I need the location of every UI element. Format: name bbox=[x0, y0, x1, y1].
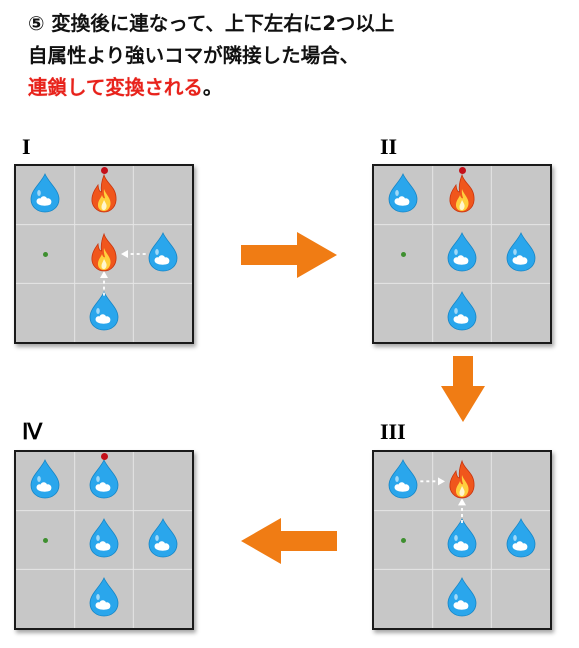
board-stage-3 bbox=[372, 450, 552, 630]
board-grid bbox=[16, 452, 192, 628]
arrow-down-icon bbox=[441, 356, 485, 422]
water-drop-icon bbox=[87, 290, 121, 331]
influence-arrows bbox=[16, 452, 192, 628]
water-drop-icon bbox=[146, 518, 180, 558]
influence-arrows bbox=[374, 166, 550, 342]
water-drop-icon bbox=[87, 576, 121, 617]
arrow-right-icon bbox=[241, 232, 337, 278]
water-drop-icon bbox=[28, 459, 62, 499]
board-grid bbox=[374, 166, 550, 342]
heading-line-2: 自属性より強いコマが隣接した場合、 bbox=[28, 44, 360, 67]
heading-line-3-tail: 。 bbox=[202, 76, 223, 99]
empty-cell-dot bbox=[42, 537, 48, 543]
fire-icon bbox=[87, 173, 121, 213]
stage-label-4: Ⅳ bbox=[22, 419, 43, 444]
water-drop-icon bbox=[28, 173, 62, 213]
water-drop-icon bbox=[87, 459, 121, 499]
fire-icon bbox=[445, 459, 479, 499]
red-marker-dot bbox=[100, 452, 108, 460]
stage-label-3: III bbox=[380, 419, 406, 444]
heading-line-3: 連鎖して変換される。 bbox=[28, 72, 394, 104]
fire-icon bbox=[87, 232, 121, 272]
water-drop-icon bbox=[146, 232, 180, 272]
empty-cell-dot bbox=[400, 537, 406, 543]
influence-arrows bbox=[100, 250, 146, 296]
empty-cell-dot bbox=[400, 251, 406, 257]
water-drop-icon bbox=[504, 518, 538, 558]
heading-line-1: ⑤ 変換後に連なって、上下左右に2つ以上 bbox=[28, 12, 395, 35]
stage-label-1: I bbox=[22, 134, 31, 159]
influence-arrow-head bbox=[458, 498, 466, 506]
water-drop-icon bbox=[504, 232, 538, 272]
influence-arrow-head bbox=[121, 250, 128, 258]
instruction-heading: ⑤ 変換後に連なって、上下左右に2つ以上 自属性より強いコマが隣接した場合、 連… bbox=[28, 8, 394, 104]
water-drop-icon bbox=[445, 232, 479, 272]
red-marker-dot bbox=[458, 166, 466, 174]
water-drop-icon bbox=[445, 518, 479, 558]
red-marker-dot bbox=[100, 166, 108, 174]
water-drop-icon bbox=[87, 518, 121, 558]
fire-icon bbox=[445, 173, 479, 213]
water-drop-icon bbox=[445, 290, 479, 331]
arrow-left-icon bbox=[241, 518, 337, 564]
water-drop-icon bbox=[445, 576, 479, 617]
empty-cell-dot bbox=[42, 251, 48, 257]
stage-label-2: II bbox=[380, 134, 398, 159]
influence-arrows bbox=[420, 477, 466, 523]
influence-arrow-head bbox=[100, 271, 108, 278]
heading-highlight: 連鎖して変換される bbox=[28, 76, 203, 99]
influence-arrow-head bbox=[438, 477, 445, 486]
board-stage-1 bbox=[14, 164, 194, 344]
water-drop-icon bbox=[386, 459, 420, 499]
board-stage-4 bbox=[14, 450, 194, 630]
board-stage-2 bbox=[372, 164, 552, 344]
water-drop-icon bbox=[386, 173, 420, 213]
